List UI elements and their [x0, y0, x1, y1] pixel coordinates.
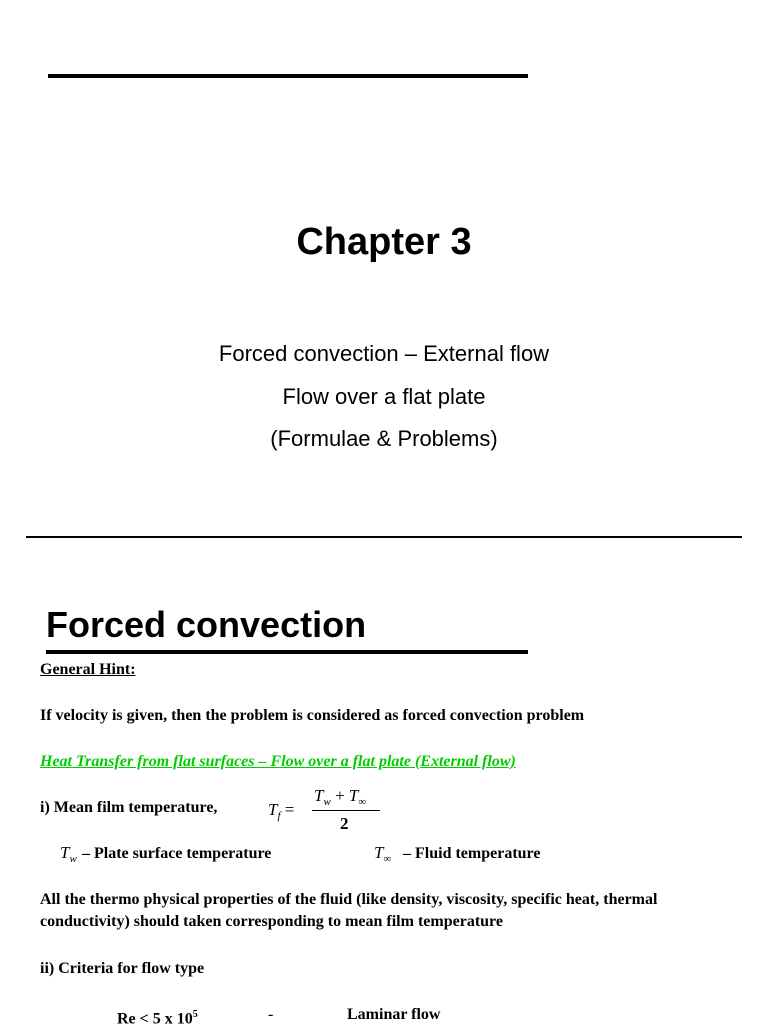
equation-lhs: Tf = — [268, 800, 295, 822]
hint-heading: General Hint: — [40, 661, 136, 678]
chapter-title: Chapter 3 — [296, 221, 472, 263]
tw-description: – Plate surface temperature — [82, 845, 272, 862]
subtitle-line-1: Forced convection – External flow — [218, 341, 550, 366]
fraction-bar — [312, 810, 380, 811]
tinf-symbol: T∞ — [374, 843, 392, 865]
section-title-rule — [46, 650, 528, 654]
subtitle-line-3: (Formulae & Problems) — [270, 426, 498, 451]
section-title: Forced convection — [46, 604, 367, 645]
equation-numerator: Tw + T∞ — [314, 786, 367, 808]
slide-divider — [26, 536, 742, 538]
tw-symbol: Tw — [60, 843, 77, 865]
tinf-description: – Fluid temperature — [403, 845, 541, 862]
hint-text: If velocity is given, then the problem i… — [40, 707, 585, 724]
flow-type-laminar: Laminar flow — [347, 1006, 441, 1023]
film-temp-label: i) Mean film temperature, — [40, 799, 218, 816]
criteria-label: ii) Criteria for flow type — [40, 960, 205, 977]
criteria-dash: - — [268, 1006, 274, 1023]
top-rule — [48, 74, 528, 78]
equation-denominator: 2 — [340, 814, 349, 833]
properties-text: All the thermo physical properties of th… — [40, 891, 658, 930]
subtitle-line-2: Flow over a flat plate — [282, 384, 486, 409]
flat-plate-heading: Heat Transfer from flat surfaces – Flow … — [40, 753, 516, 770]
reynolds-condition: Re < 5 x 105 — [117, 1009, 198, 1028]
